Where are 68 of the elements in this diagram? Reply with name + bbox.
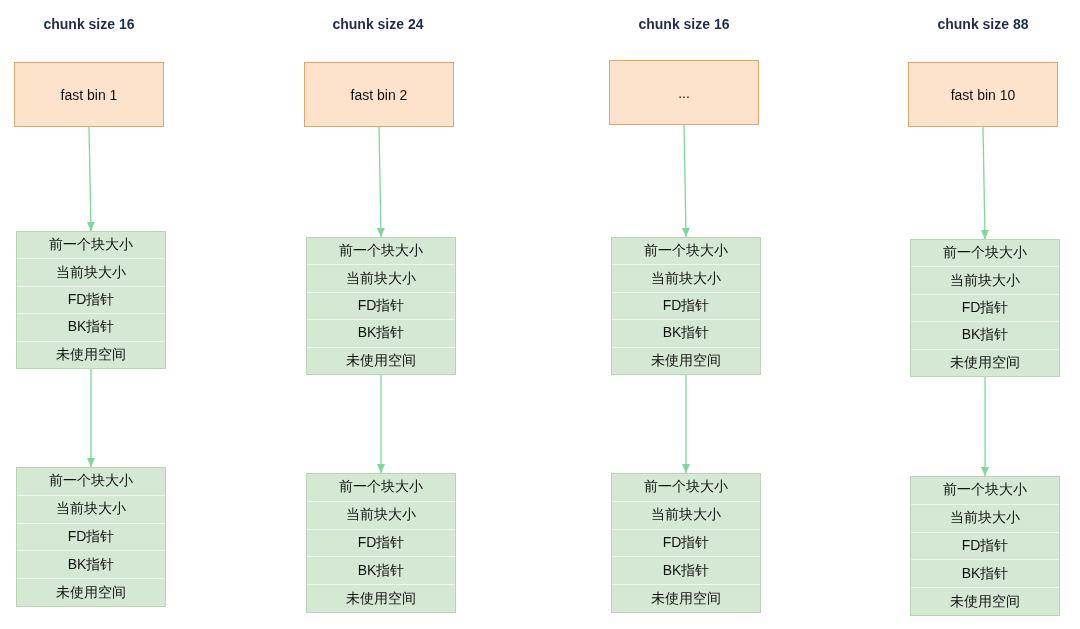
field-label: 前一个块大小 <box>644 242 728 261</box>
field-label: BK指针 <box>662 561 710 580</box>
field-label: 前一个块大小 <box>339 478 423 497</box>
field-label: FD指针 <box>961 299 1009 317</box>
field-label: 当前块大小 <box>346 269 416 288</box>
bin-box <box>304 62 454 127</box>
field-label: FD指针 <box>357 297 405 315</box>
column-heading: chunk size 16 <box>637 16 731 32</box>
field-label: 未使用空间 <box>56 583 126 602</box>
field-label: FD指针 <box>961 537 1009 555</box>
arrow <box>681 124 690 238</box>
chunk-box <box>306 473 456 613</box>
field-label: BK指针 <box>961 326 1009 345</box>
arrow <box>87 368 95 468</box>
chunk-box <box>611 473 761 613</box>
field-label: 当前块大小 <box>651 269 721 288</box>
field-label: 前一个块大小 <box>339 242 423 261</box>
chunk-box <box>611 237 761 375</box>
field-label: BK指针 <box>67 555 115 574</box>
field-label: 未使用空间 <box>346 351 416 370</box>
bin-box <box>609 60 759 125</box>
field-label: FD指针 <box>67 291 115 309</box>
field-label: 当前块大小 <box>346 506 416 525</box>
arrow <box>377 374 385 474</box>
arrow <box>981 376 989 477</box>
field-label: 未使用空间 <box>651 351 721 370</box>
field-label: 未使用空间 <box>950 353 1020 372</box>
bin-box <box>908 62 1058 127</box>
chunk-box <box>16 231 166 369</box>
field-label: 未使用空间 <box>651 589 721 608</box>
bin-label: fast bin 2 <box>350 86 408 103</box>
field-label: FD指针 <box>662 534 710 552</box>
field-label: BK指针 <box>357 561 405 580</box>
field-label: 未使用空间 <box>56 345 126 364</box>
field-label: FD指针 <box>67 528 115 546</box>
field-label: 当前块大小 <box>651 506 721 525</box>
field-label: 前一个块大小 <box>943 244 1027 263</box>
field-label: 当前块大小 <box>56 500 126 519</box>
bin-label: ... <box>678 84 690 101</box>
field-label: 前一个块大小 <box>943 481 1027 500</box>
field-label: 前一个块大小 <box>49 472 133 491</box>
chunk-box <box>910 476 1060 616</box>
field-label: 未使用空间 <box>346 589 416 608</box>
column-heading: chunk size 88 <box>936 16 1030 32</box>
field-label: FD指针 <box>357 534 405 552</box>
field-label: 前一个块大小 <box>49 236 133 255</box>
field-label: BK指针 <box>662 324 710 343</box>
arrow <box>376 126 385 238</box>
column-heading: chunk size 16 <box>42 16 136 32</box>
bin-label: fast bin 10 <box>950 86 1016 103</box>
field-label: 当前块大小 <box>950 271 1020 290</box>
field-label: 前一个块大小 <box>644 478 728 497</box>
field-label: 未使用空间 <box>950 592 1020 611</box>
arrow <box>980 126 989 240</box>
field-label: 当前块大小 <box>950 509 1020 528</box>
bin-label: fast bin 1 <box>60 86 118 103</box>
chunk-box <box>16 467 166 607</box>
field-label: 当前块大小 <box>56 263 126 282</box>
field-label: BK指针 <box>67 318 115 337</box>
arrow <box>682 374 690 474</box>
chunk-box <box>910 239 1060 377</box>
column-heading: chunk size 24 <box>331 16 425 32</box>
chunk-box <box>306 237 456 375</box>
arrow <box>86 126 95 232</box>
field-label: BK指针 <box>961 564 1009 583</box>
field-label: FD指针 <box>662 297 710 315</box>
bin-box <box>14 62 164 127</box>
field-label: BK指针 <box>357 324 405 343</box>
